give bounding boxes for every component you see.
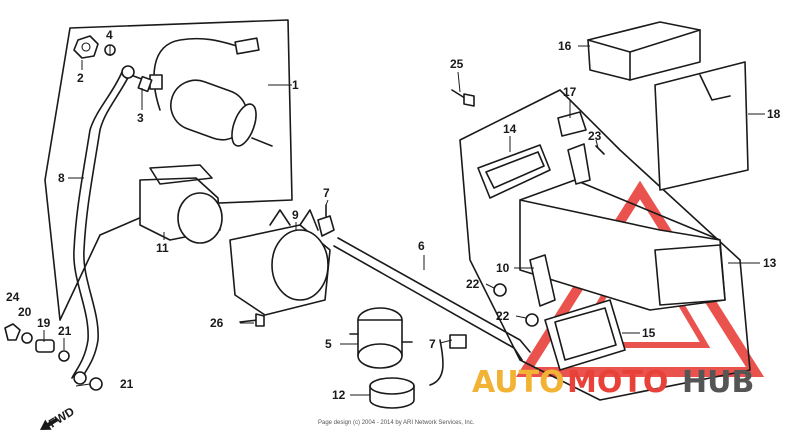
pump-assembly <box>149 37 273 147</box>
plate-part-14 <box>477 144 551 199</box>
callout-22-upper: 22 <box>466 277 480 291</box>
callout-20: 20 <box>18 305 32 319</box>
bolt-head-24 <box>4 323 21 341</box>
copyright-text: Page design (c) 2004 - 2014 by ARI Netwo… <box>318 420 475 426</box>
callout-12: 12 <box>332 388 346 402</box>
callout-22-lower: 22 <box>496 309 510 323</box>
callout-9: 9 <box>292 208 299 222</box>
bolt-part-26 <box>239 313 265 327</box>
hose-part-8 <box>71 65 135 385</box>
plate-part-15 <box>544 299 626 371</box>
pin-part-23 <box>595 145 605 155</box>
collar-19 <box>35 339 55 353</box>
cover-part-11 <box>139 164 223 244</box>
callout-21-upper: 21 <box>58 324 72 338</box>
bracket-part-9 <box>229 209 331 316</box>
callout-14: 14 <box>503 122 517 136</box>
clip-part-7-lower <box>429 334 467 386</box>
cap-part-16 <box>587 21 701 81</box>
callout-15: 15 <box>642 326 656 340</box>
callout-13: 13 <box>763 256 777 270</box>
callout-25: 25 <box>450 57 464 71</box>
callout-17: 17 <box>563 85 577 99</box>
callout-10: 10 <box>496 261 510 275</box>
callout-labels: 1 2 3 4 5 6 7 7 8 9 10 11 12 13 14 15 16… <box>6 28 781 402</box>
wire-connector <box>234 37 260 55</box>
box-part-13 <box>519 179 726 311</box>
bolt-part-25 <box>451 89 475 107</box>
nut-part-2 <box>73 35 99 59</box>
watermark-wordmark: AUTO MOTO HUB <box>472 365 754 400</box>
group-outline-right <box>459 89 751 401</box>
callout-23: 23 <box>588 129 602 143</box>
watermark-hub: HUB <box>682 365 754 400</box>
nut-hole <box>81 42 91 52</box>
plate-part-17 <box>557 111 587 137</box>
bracket-part-10 <box>529 254 556 307</box>
nut-part-22b <box>525 313 539 327</box>
leader-lines <box>43 45 765 396</box>
callout-26: 26 <box>210 316 224 330</box>
callout-8: 8 <box>58 171 65 185</box>
callout-5: 5 <box>325 337 332 351</box>
callout-3: 3 <box>137 111 144 125</box>
hardware-group-left <box>4 323 103 391</box>
cover-part-18 <box>654 61 749 191</box>
callout-4: 4 <box>106 28 113 42</box>
callout-1: 1 <box>292 78 299 92</box>
callout-7-lower: 7 <box>429 337 436 351</box>
callout-18: 18 <box>767 107 781 121</box>
callout-24: 24 <box>6 290 20 304</box>
watermark-auto: AUTO <box>472 365 565 400</box>
callout-11: 11 <box>156 241 169 255</box>
watermark-moto: MOTO <box>567 365 668 400</box>
washer-21b <box>89 377 103 391</box>
callout-6: 6 <box>418 239 425 253</box>
pump-end-cap <box>231 103 257 147</box>
nut-part-22a <box>493 283 507 297</box>
callout-21-lower: 21 <box>120 377 134 391</box>
filter-part-5 <box>349 307 413 369</box>
callout-7-upper: 7 <box>323 186 330 200</box>
group-outline-left <box>44 19 293 321</box>
callout-19: 19 <box>37 316 51 330</box>
washer-20 <box>21 332 33 344</box>
callout-2: 2 <box>77 71 84 85</box>
clip-part-7-upper <box>317 204 335 237</box>
washer-21a <box>58 350 70 362</box>
fwd-label: FWD <box>46 404 77 431</box>
band-part-12 <box>369 377 415 409</box>
bracket-part-23 <box>567 143 591 185</box>
callout-16: 16 <box>558 39 572 53</box>
fwd-indicator <box>40 417 59 430</box>
pump-nozzle <box>251 137 273 147</box>
